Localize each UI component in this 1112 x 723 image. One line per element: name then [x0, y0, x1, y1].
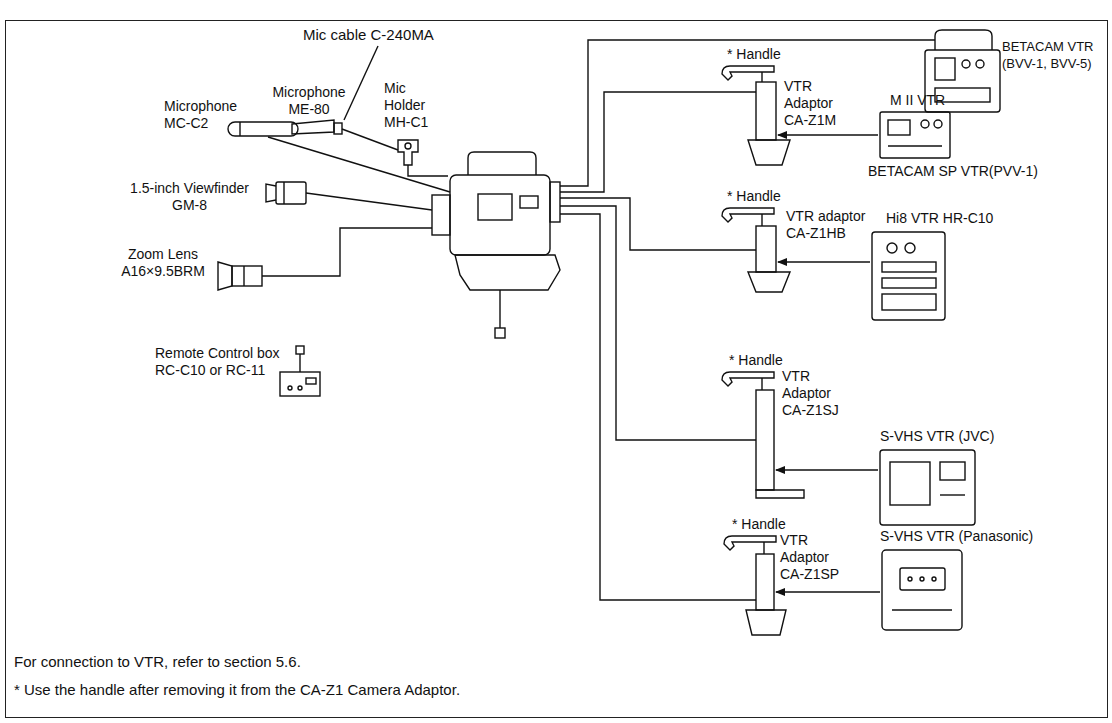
- part-label: VTR Adaptor CA-Z1SJ: [782, 368, 844, 419]
- part-label: * Handle: [732, 516, 786, 533]
- part-label: VTR Adaptor CA-Z1SP: [780, 532, 842, 583]
- part-label: VTR adaptor CA-Z1HB: [786, 208, 874, 242]
- part-label: M II VTR: [890, 92, 945, 109]
- part-label: BETACAM SP VTR(PVV-1): [868, 163, 1038, 180]
- note-text: * Use the handle after removing it from …: [14, 681, 460, 699]
- part-label: * Handle: [729, 352, 783, 369]
- part-label: Remote Control box RC-C10 or RC-11: [155, 345, 290, 379]
- part-label: Microphone ME-80: [264, 84, 354, 118]
- part-label: Zoom Lens A16×9.5BRM: [112, 246, 214, 280]
- part-label: Microphone MC-C2: [164, 98, 244, 132]
- part-label: Hi8 VTR HR-C10: [886, 210, 993, 227]
- note-text: For connection to VTR, refer to section …: [14, 653, 301, 671]
- remote-box-icon: [280, 346, 320, 396]
- adaptor-row-4: [724, 536, 962, 635]
- part-label: S-VHS VTR (JVC): [880, 428, 994, 445]
- zoom-lens-icon: [218, 228, 432, 290]
- part-label: Mic Holder MH-C1: [384, 80, 436, 131]
- adaptor-row-1: [722, 66, 950, 165]
- part-label: * Handle: [727, 188, 781, 205]
- part-label: 1.5-inch Viewfinder GM-8: [117, 180, 262, 214]
- viewfinder-icon: [266, 182, 432, 210]
- part-label: * Handle: [727, 46, 781, 63]
- part-label: VTR Adaptor CA-Z1M: [784, 78, 846, 129]
- part-label: Mic cable C-240MA: [303, 26, 434, 43]
- camera-body: [432, 152, 560, 338]
- part-label: S-VHS VTR (Panasonic): [880, 528, 1033, 545]
- adaptor-row-3: [722, 372, 975, 525]
- microphone-icon: [228, 122, 450, 192]
- part-label: BETACAM VTR (BVV-1, BVV-5): [1002, 38, 1104, 72]
